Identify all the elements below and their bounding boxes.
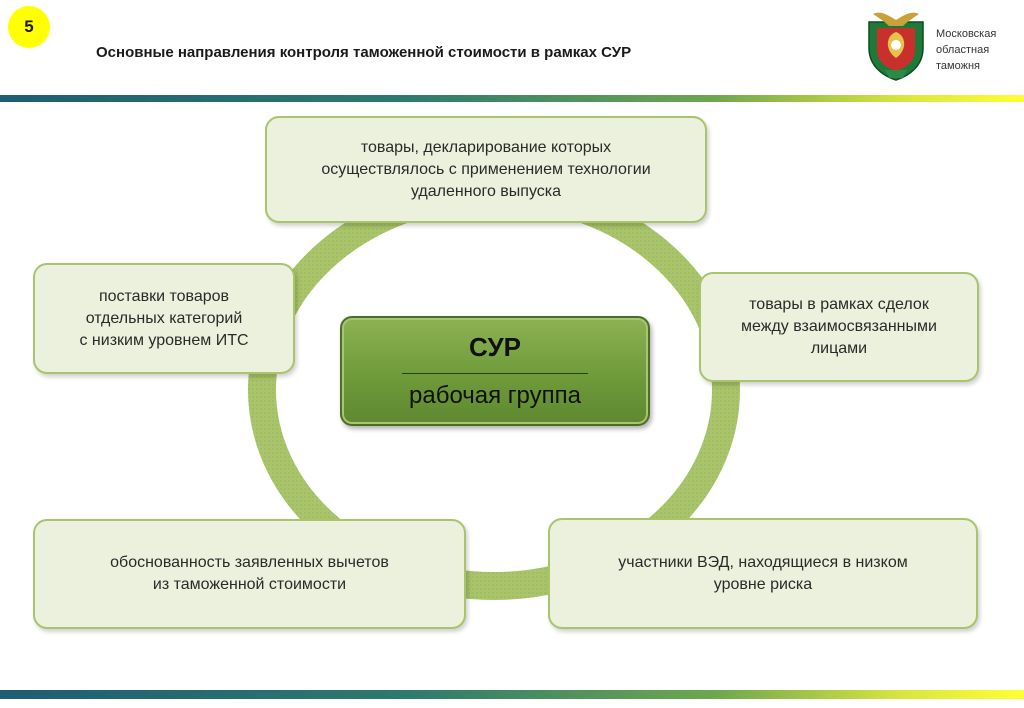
- organization-name: Московская областная таможня: [936, 28, 997, 72]
- center-divider: [402, 373, 588, 374]
- node-bottom-left-text: обоснованность заявленных вычетов из там…: [110, 554, 389, 593]
- node-left-text: поставки товаров отдельных категорий с н…: [79, 287, 249, 349]
- node-bottom-right-text: участники ВЭД, находящиеся в низком уров…: [618, 553, 908, 593]
- node-top-text: товары, декларирование которых осуществл…: [321, 138, 651, 200]
- page-title: Основные направления контроля таможенной…: [96, 44, 632, 61]
- center-title: СУР: [469, 332, 521, 362]
- node-left: поставки товаров отдельных категорий с н…: [33, 263, 295, 374]
- customs-emblem-icon: [868, 12, 924, 81]
- footer-divider: [0, 690, 1024, 699]
- slide-number-badge: 5: [8, 6, 50, 48]
- center-subtitle: рабочая группа: [409, 382, 581, 409]
- node-right: товары в рамках сделок между взаимосвяза…: [699, 272, 979, 382]
- node-right-text: товары в рамках сделок между взаимосвяза…: [741, 296, 937, 357]
- header-divider: [0, 95, 1024, 102]
- node-bottom-left: обоснованность заявленных вычетов из там…: [33, 519, 466, 629]
- node-bottom-right: участники ВЭД, находящиеся в низком уров…: [548, 518, 978, 629]
- center-node-sur: СУР рабочая группа: [340, 316, 650, 426]
- node-top: товары, декларирование которых осуществл…: [265, 116, 707, 223]
